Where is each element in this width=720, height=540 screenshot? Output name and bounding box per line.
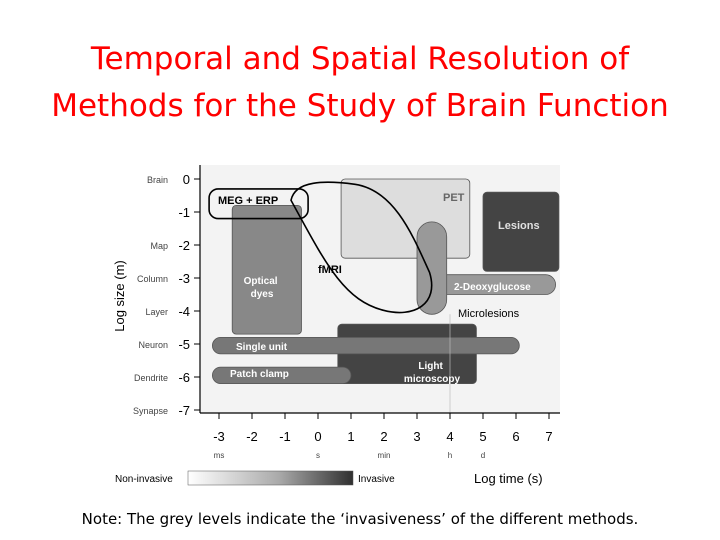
x-tick-label-1: 1 bbox=[347, 429, 354, 444]
mark-lesions bbox=[482, 191, 560, 272]
mark-optical-dyes bbox=[231, 204, 302, 335]
label-pet: PET bbox=[443, 192, 465, 204]
footnote: Note: The grey levels indicate the ‘inva… bbox=[81, 510, 639, 528]
y-tick-label-5: -5 bbox=[178, 337, 190, 352]
y-level-label-column: Column bbox=[137, 274, 168, 284]
x-unit-label-ms: ms bbox=[214, 451, 225, 460]
y-tick-label-3: -3 bbox=[178, 271, 190, 286]
label-2-deoxyglucose: 2-Deoxyglucose bbox=[454, 282, 531, 293]
label-lesions: Lesions bbox=[498, 220, 540, 232]
x-tick-label-2: -2 bbox=[246, 429, 258, 444]
mark-meg-erp bbox=[208, 188, 309, 220]
x-unit-label-d: d bbox=[481, 451, 485, 460]
y-tick-label-7: -7 bbox=[178, 403, 190, 418]
x-tick-label-5: 5 bbox=[479, 429, 486, 444]
x-tick-label-0: 0 bbox=[314, 429, 321, 444]
x-unit-label-s: s bbox=[316, 451, 320, 460]
x-tick-label-1: -1 bbox=[279, 429, 291, 444]
legend-invasive: Invasive bbox=[358, 474, 395, 485]
y-level-label-layer: Layer bbox=[145, 307, 168, 317]
y-tick-label-4: -4 bbox=[178, 304, 190, 319]
label-microlesions: Microlesions bbox=[458, 308, 520, 320]
mark-patch-clamp bbox=[211, 366, 352, 385]
x-unit-label-h: h bbox=[448, 451, 452, 460]
axis-ticks: 0 Brain -1 -2 Map -3 Column -4 Layer -5 Neuron -6 De… bbox=[133, 172, 553, 460]
invasiveness-gradient-bar bbox=[187, 470, 354, 486]
x-unit-label-min: min bbox=[378, 451, 391, 460]
y-tick-label-0: 0 bbox=[183, 172, 190, 187]
x-tick-label-3: 3 bbox=[413, 429, 420, 444]
label-fmri: fMRI bbox=[318, 264, 342, 276]
y-level-label-neuron: Neuron bbox=[138, 340, 168, 350]
y-level-label-synapse: Synapse bbox=[133, 406, 168, 416]
y-axis-label: Log size (m) bbox=[112, 260, 127, 332]
slide-title: Temporal and Spatial Resolution of Metho… bbox=[0, 36, 720, 130]
label-light-microscopy: Light microscopy bbox=[404, 361, 461, 385]
y-tick-label-2: -2 bbox=[178, 238, 190, 253]
x-tick-label-6: 6 bbox=[512, 429, 519, 444]
y-level-label-map: Map bbox=[150, 241, 168, 251]
x-tick-label-4: 4 bbox=[446, 429, 453, 444]
label-single-unit: Single unit bbox=[236, 342, 288, 353]
y-tick-label-1: -1 bbox=[178, 205, 190, 220]
y-level-label-dendrite: Dendrite bbox=[134, 373, 168, 383]
mark-microlesions bbox=[416, 221, 448, 315]
label-patch-clamp: Patch clamp bbox=[230, 369, 289, 380]
mark-single-unit bbox=[211, 336, 520, 355]
label-meg-erp: MEG + ERP bbox=[218, 195, 278, 207]
y-tick-label-6: -6 bbox=[178, 370, 190, 385]
title-line-2: Methods for the Study of Brain Function bbox=[51, 88, 669, 124]
legend-non-invasive: Non-invasive bbox=[115, 474, 173, 485]
label-optical-dyes: Optical dyes bbox=[244, 276, 281, 300]
mark-pet bbox=[340, 178, 471, 259]
method-labels: MEG + ERP PET Lesions fMRI Optical dyes … bbox=[218, 192, 540, 385]
x-tick-label-2: 2 bbox=[380, 429, 387, 444]
method-marks bbox=[208, 178, 560, 413]
x-tick-label-3: -3 bbox=[213, 429, 225, 444]
mark-fmri bbox=[290, 181, 433, 314]
title-line-1: Temporal and Spatial Resolution of bbox=[90, 41, 630, 77]
x-tick-label-7: 7 bbox=[545, 429, 552, 444]
y-level-label-brain: Brain bbox=[147, 175, 168, 185]
x-axis-label: Log time (s) bbox=[474, 471, 543, 486]
